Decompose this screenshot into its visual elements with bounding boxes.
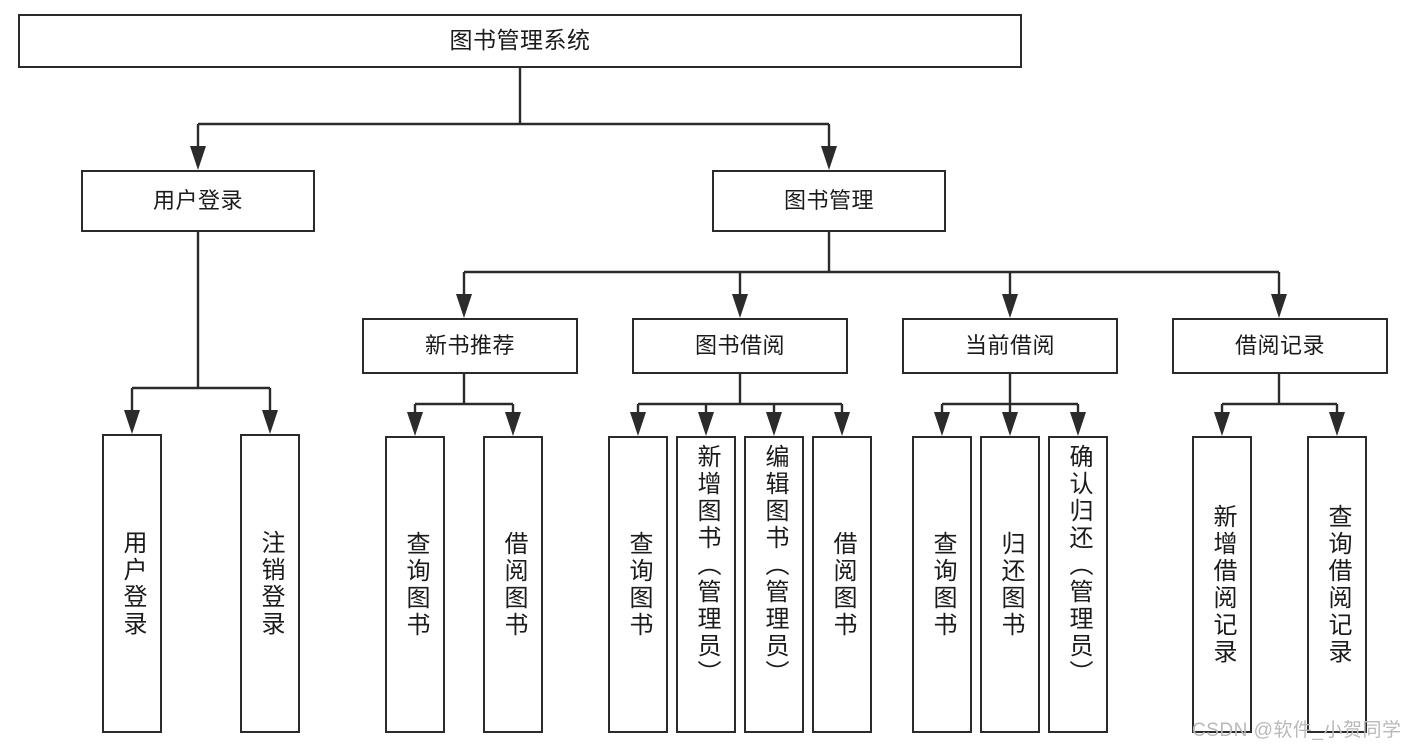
node-leaf-cb-return[interactable]: 归还图书	[980, 436, 1040, 733]
node-book-borrow[interactable]: 图书借阅	[632, 318, 848, 374]
node-leaf-bb-edit[interactable]: 编辑图书（管理员）	[744, 436, 804, 733]
node-leaf-bb-edit-label: 编辑图书（管理员）	[761, 444, 788, 687]
node-leaf-br-add-label: 新增借阅记录	[1209, 503, 1236, 666]
node-book-manage-label: 图书管理	[783, 188, 874, 214]
arrow-head-leaf-user-logout	[262, 410, 278, 434]
arrow-head-leaf-cb-confirm	[1070, 412, 1086, 436]
node-leaf-bb-borrow-label: 借阅图书	[829, 530, 856, 639]
arrow-head-leaf-bb-edit	[766, 412, 782, 436]
node-leaf-rec-query[interactable]: 查询图书	[385, 436, 445, 733]
node-new-book-rec[interactable]: 新书推荐	[362, 318, 578, 374]
node-book-manage[interactable]: 图书管理	[712, 170, 946, 232]
arrow-head-user-login	[190, 146, 206, 170]
node-leaf-bb-query[interactable]: 查询图书	[608, 436, 668, 733]
node-user-login[interactable]: 用户登录	[81, 170, 315, 232]
node-leaf-user-logout-label: 注销登录	[257, 529, 284, 638]
arrow-head-leaf-user-login	[124, 410, 140, 434]
node-user-login-label: 用户登录	[152, 188, 243, 214]
node-book-borrow-label: 图书借阅	[694, 333, 785, 359]
arrow-head-leaf-bb-query	[630, 412, 646, 436]
node-leaf-rec-borrow-label: 借阅图书	[500, 530, 527, 639]
node-root-label: 图书管理系统	[449, 27, 591, 54]
arrow-head-leaf-br-query	[1329, 412, 1345, 436]
arrow-head-leaf-bb-add	[698, 412, 714, 436]
arrow-head-current-borrow	[1002, 294, 1018, 318]
arrow-head-leaf-rec-borrow	[505, 412, 521, 436]
arrow-head-book-borrow	[732, 294, 748, 318]
node-new-book-rec-label: 新书推荐	[424, 333, 515, 359]
node-leaf-cb-return-label: 归还图书	[997, 530, 1024, 639]
node-leaf-user-login[interactable]: 用户登录	[102, 434, 162, 733]
node-leaf-cb-confirm-label: 确认归还（管理员）	[1065, 444, 1092, 687]
node-leaf-bb-query-label: 查询图书	[625, 530, 652, 639]
watermark-text: CSDN @软件_小贺同学	[1192, 720, 1402, 741]
arrow-head-new-book-rec	[456, 294, 472, 318]
node-leaf-br-query-label: 查询借阅记录	[1324, 503, 1351, 666]
node-current-borrow-label: 当前借阅	[964, 333, 1055, 359]
node-leaf-br-query[interactable]: 查询借阅记录	[1307, 436, 1367, 733]
node-leaf-user-login-label: 用户登录	[119, 529, 146, 638]
node-leaf-cb-query[interactable]: 查询图书	[912, 436, 972, 733]
arrow-head-leaf-br-add	[1214, 412, 1230, 436]
node-leaf-cb-query-label: 查询图书	[929, 530, 956, 639]
node-leaf-cb-confirm[interactable]: 确认归还（管理员）	[1048, 436, 1108, 733]
node-borrow-record[interactable]: 借阅记录	[1172, 318, 1388, 374]
arrow-head-leaf-rec-query	[407, 412, 423, 436]
node-borrow-record-label: 借阅记录	[1234, 333, 1325, 359]
node-leaf-bb-add-label: 新增图书（管理员）	[693, 444, 720, 687]
node-leaf-bb-borrow[interactable]: 借阅图书	[812, 436, 872, 733]
node-leaf-bb-add[interactable]: 新增图书（管理员）	[676, 436, 736, 733]
arrow-head-leaf-bb-borrow	[834, 412, 850, 436]
arrow-head-leaf-cb-query	[934, 412, 950, 436]
node-root[interactable]: 图书管理系统	[18, 14, 1022, 68]
node-leaf-rec-borrow[interactable]: 借阅图书	[483, 436, 543, 733]
node-leaf-rec-query-label: 查询图书	[402, 530, 429, 639]
arrow-head-book-manage	[821, 146, 837, 170]
arrow-head-borrow-record	[1271, 294, 1287, 318]
node-leaf-user-logout[interactable]: 注销登录	[240, 434, 300, 733]
arrow-head-leaf-cb-return	[1002, 412, 1018, 436]
node-leaf-br-add[interactable]: 新增借阅记录	[1192, 436, 1252, 733]
node-current-borrow[interactable]: 当前借阅	[902, 318, 1118, 374]
